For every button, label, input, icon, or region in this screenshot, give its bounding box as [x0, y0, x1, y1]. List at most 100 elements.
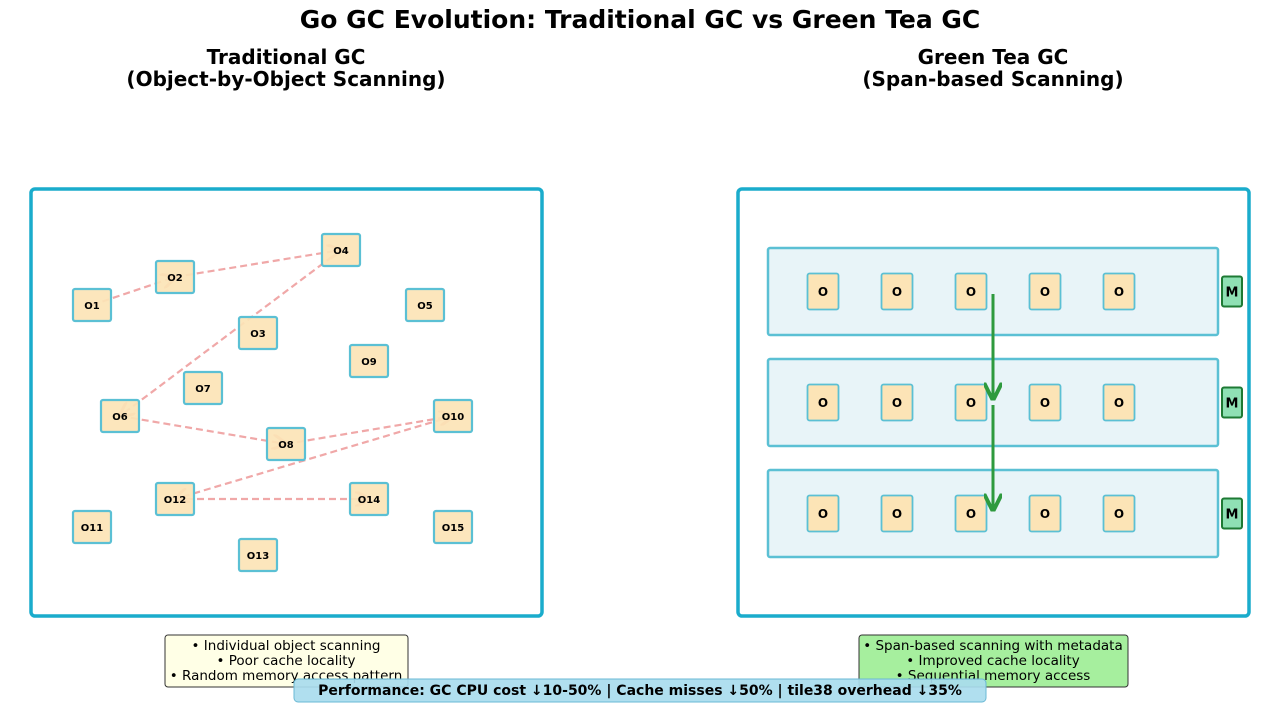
object-label: O7 [195, 384, 211, 395]
green-tea-spans: O O O O O M O O O O O M O O O O O M [766, 246, 1243, 559]
object-box [182, 370, 224, 406]
span-object-box [806, 272, 840, 311]
object-box [71, 509, 113, 545]
span-object-label: O [818, 507, 828, 521]
green-tea-subtitle: (Span-based Scanning) [862, 67, 1123, 91]
span-object-box [1028, 383, 1062, 422]
object-label: O2 [167, 273, 183, 284]
span-object-box [1028, 494, 1062, 533]
object-o14: O14 [348, 481, 390, 517]
metadata-box [1221, 497, 1243, 530]
object-o3: O3 [237, 315, 279, 351]
span-object-box [1102, 272, 1136, 311]
span-object-label: O [966, 507, 976, 521]
span-metadata: M [1221, 275, 1243, 308]
object-o12: O12 [154, 481, 196, 517]
object-label: O1 [84, 301, 100, 312]
span-object-box [880, 383, 914, 422]
object-o11: O11 [71, 509, 113, 545]
span-metadata: M [1221, 497, 1243, 530]
object-label: O6 [112, 412, 128, 423]
span-object: O [954, 272, 988, 311]
traditional-notes-box [164, 634, 409, 688]
object-label: O4 [333, 246, 349, 257]
span-object-box [806, 494, 840, 533]
main-title: Go GC Evolution: Traditional GC vs Green… [300, 5, 981, 34]
object-label: O11 [81, 523, 103, 534]
object-o10: O10 [432, 398, 474, 434]
green-tea-title: Green Tea GC [918, 45, 1069, 69]
object-box [320, 232, 362, 268]
span-object: O [880, 494, 914, 533]
object-o6: O6 [99, 398, 141, 434]
pointer-arrow-o10-o12 [175, 414, 454, 499]
object-box [432, 509, 474, 545]
object-o2: O2 [154, 259, 196, 295]
span-object-label: O [1040, 396, 1050, 410]
span-object-box [954, 383, 988, 422]
span-object-label: O [1040, 507, 1050, 521]
object-box [154, 259, 196, 295]
span-object: O [806, 494, 840, 533]
span-object: O [1102, 383, 1136, 422]
object-box [432, 398, 474, 434]
object-o7: O7 [182, 370, 224, 406]
pointer-arrow-o8-o10 [285, 416, 453, 446]
green-tea-note-2: • Improved cache locality [906, 653, 1079, 669]
object-o1: O1 [71, 287, 113, 323]
object-box [154, 481, 196, 517]
span-object-box [1028, 272, 1062, 311]
traditional-heap-panel [29, 187, 544, 618]
span-object: O [954, 494, 988, 533]
object-label: O8 [278, 440, 294, 451]
metadata-label: M [1226, 397, 1239, 412]
span-object: O [1028, 272, 1062, 311]
span-object-label: O [1040, 285, 1050, 299]
object-box [265, 426, 307, 462]
object-label: O15 [442, 523, 464, 534]
span-object-box [806, 383, 840, 422]
object-box [348, 343, 390, 379]
object-o8: O8 [265, 426, 307, 462]
green-tea-note-1: • Span-based scanning with metadata [863, 638, 1123, 654]
span-object: O [1028, 494, 1062, 533]
pointer-arrow-o2-o4 [174, 250, 341, 279]
object-o15: O15 [432, 509, 474, 545]
span-object: O [1102, 272, 1136, 311]
span-object-label: O [892, 396, 902, 410]
span-object: O [1102, 494, 1136, 533]
traditional-title: Traditional GC [207, 45, 366, 69]
object-box [404, 287, 446, 323]
traditional-subtitle: (Object-by-Object Scanning) [126, 67, 445, 91]
span-object-label: O [966, 285, 976, 299]
span-object: O [806, 383, 840, 422]
span-object-box [954, 494, 988, 533]
object-o9: O9 [348, 343, 390, 379]
metadata-box [1221, 386, 1243, 419]
span-object-label: O [892, 285, 902, 299]
span-object: O [880, 383, 914, 422]
metadata-box [1221, 275, 1243, 308]
span-object-box [1102, 383, 1136, 422]
object-label: O14 [358, 495, 380, 506]
object-label: O10 [442, 412, 464, 423]
span-object-box [1102, 494, 1136, 533]
performance-text: Performance: GC CPU cost ↓10-50% | Cache… [318, 683, 962, 699]
span-object-box [880, 494, 914, 533]
metadata-label: M [1226, 508, 1239, 523]
span-object-label: O [818, 285, 828, 299]
green-tea-notes-box [858, 634, 1129, 688]
span-object: O [954, 383, 988, 422]
traditional-note-2: • Poor cache locality [216, 653, 355, 669]
object-label: O3 [250, 329, 266, 340]
span-object-label: O [818, 396, 828, 410]
object-label: O9 [361, 357, 377, 368]
span-metadata: M [1221, 386, 1243, 419]
span-object-label: O [1114, 396, 1124, 410]
span-object-label: O [1114, 285, 1124, 299]
span-object-label: O [1114, 507, 1124, 521]
green-tea-heap-panel [736, 187, 1251, 618]
